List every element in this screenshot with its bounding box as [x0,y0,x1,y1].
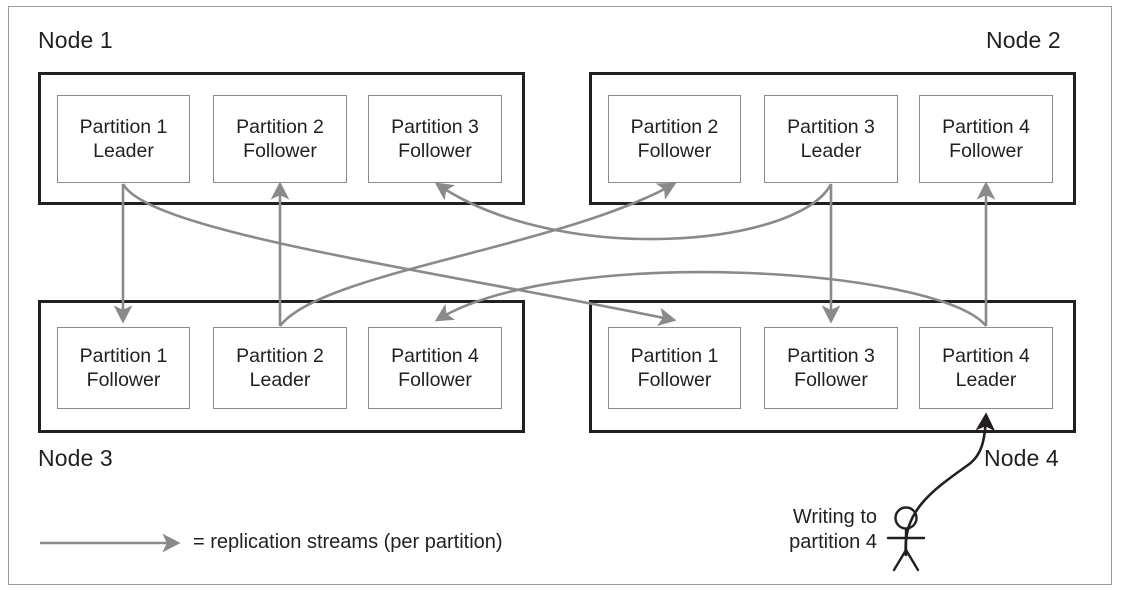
writer-caption-line-1: Writing to [792,506,877,528]
partition-name: Partition 4 [391,344,479,367]
partition-role: Follower [398,140,472,162]
partition-node-2-2[interactable]: Partition 4 Follower [919,95,1053,183]
partition-node-2-0[interactable]: Partition 2 Follower [608,95,741,183]
partition-node-3-0[interactable]: Partition 1 Follower [57,327,190,409]
partition-name: Partition 1 [79,115,168,138]
partition-node-4-1[interactable]: Partition 3 Follower [764,327,898,409]
partition-role: Leader [955,369,1017,391]
partition-role: Follower [794,369,868,391]
partition-name: Partition 3 [391,115,479,138]
legend-label: = replication streams (per partition) [193,531,503,553]
node-label-node-2: Node 2 [986,27,1061,53]
partition-node-3-1[interactable]: Partition 2 Leader [213,327,347,409]
partition-name: Partition 1 [79,344,168,367]
partition-role: Follower [949,140,1023,162]
node-label-node-3: Node 3 [38,445,113,471]
partition-role: Follower [637,140,712,162]
partition-role: Follower [637,369,712,391]
partition-name: Partition 4 [942,115,1030,138]
partition-node-1-0[interactable]: Partition 1 Leader [57,95,190,183]
partition-name: Partition 2 [236,115,324,138]
partition-node-3-2[interactable]: Partition 4 Follower [368,327,502,409]
node-label-node-1: Node 1 [38,27,113,53]
partition-node-4-0[interactable]: Partition 1 Follower [608,327,741,409]
partition-name: Partition 2 [236,344,324,367]
partition-name: Partition 4 [942,344,1030,367]
partition-name: Partition 3 [787,344,875,367]
partition-role: Follower [86,369,161,391]
partition-name: Partition 2 [630,115,719,138]
partition-node-1-2[interactable]: Partition 3 Follower [368,95,502,183]
writer-caption: Writing to partition 4 [702,505,877,555]
partition-name: Partition 3 [787,115,875,138]
partition-name: Partition 1 [630,344,719,367]
partition-node-1-1[interactable]: Partition 2 Follower [213,95,347,183]
writer-caption-line-2: partition 4 [789,531,877,554]
node-label-node-4: Node 4 [984,445,1059,471]
partition-role: Follower [398,369,472,391]
partition-node-4-2[interactable]: Partition 4 Leader [919,327,1053,409]
partition-role: Leader [800,140,862,162]
partition-role: Follower [243,140,317,162]
partition-role: Leader [93,140,154,162]
partition-node-2-1[interactable]: Partition 3 Leader [764,95,898,183]
node-box-node-2 [589,72,1076,205]
partition-role: Leader [249,369,311,391]
